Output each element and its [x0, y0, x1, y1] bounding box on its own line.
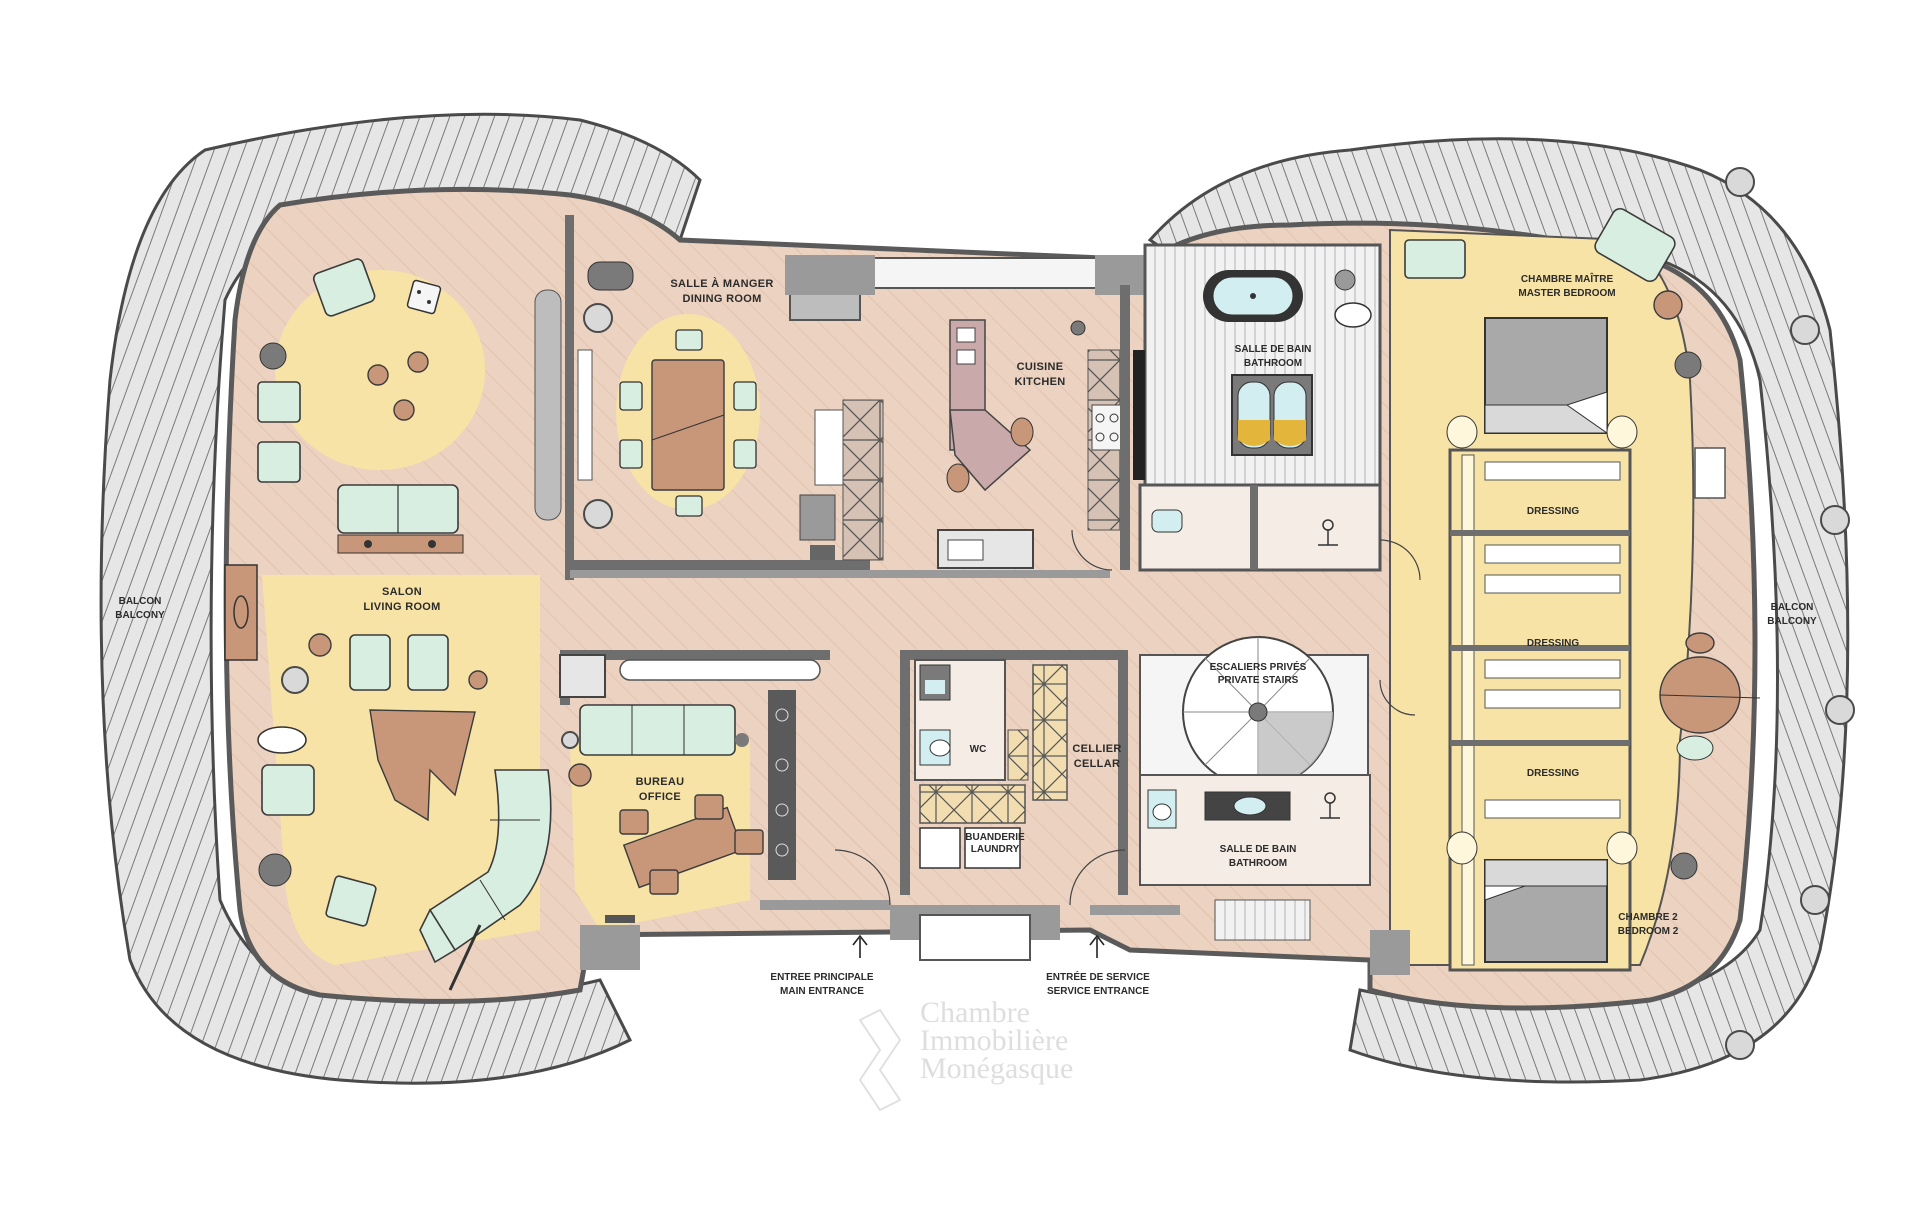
sectional-sofa — [419, 769, 552, 964]
svg-text:OFFICE: OFFICE — [639, 791, 681, 803]
door-swings — [834, 529, 1421, 906]
svg-text:DRESSING: DRESSING — [1527, 638, 1579, 649]
dressing-1-label: DRESSING — [1527, 506, 1579, 517]
sofa-upper — [337, 484, 464, 554]
private-stairs: ESCALIERS PRIVÉS PRIVATE STAIRS — [1139, 636, 1369, 788]
master-bed — [1446, 317, 1638, 449]
stool-group — [367, 351, 429, 421]
svg-text:BUREAU: BUREAU — [636, 776, 685, 788]
stairs-label: ESCALIERS PRIVÉS PRIVATE STAIRS — [1210, 660, 1307, 686]
svg-text:ENTREE PRINCIPALE: ENTREE PRINCIPALE — [770, 972, 873, 983]
svg-text:Monégasque: Monégasque — [920, 1052, 1073, 1085]
bathroom-top: SALLE DE BAIN BATHROOM — [1133, 243, 1382, 487]
dressing-2-label: DRESSING — [1527, 638, 1579, 649]
bathroom-bottom: SALLE DE BAIN BATHROOM — [1139, 774, 1371, 941]
wc-label: WC — [970, 744, 987, 755]
svg-text:BUANDERIE: BUANDERIE — [965, 832, 1025, 843]
watermark: Chambre Immobilière Monégasque — [858, 996, 1073, 1112]
svg-text:LAUNDRY: LAUNDRY — [971, 844, 1020, 855]
entrance-walls — [580, 900, 1410, 975]
svg-text:Immobilière: Immobilière — [920, 1024, 1068, 1057]
fireplace-bench — [224, 564, 258, 661]
svg-text:Chambre: Chambre — [920, 996, 1030, 1029]
svg-text:SERVICE ENTRANCE: SERVICE ENTRANCE — [1047, 986, 1149, 997]
service-core: WC BUANDERIE LAUNDRY CELLIER CELLAR — [900, 650, 1128, 895]
dining-room: SALLE À MANGER DINING ROOM — [577, 261, 773, 529]
dressing-block: DRESSING DRESSING DRESSING — [1448, 448, 1632, 972]
dining-label: SALLE À MANGER DINING ROOM — [670, 277, 773, 305]
svg-text:BATHROOM: BATHROOM — [1229, 858, 1287, 869]
dressing-3-label: DRESSING — [1527, 768, 1579, 779]
svg-text:BALCON: BALCON — [1771, 602, 1814, 613]
svg-text:SALLE DE BAIN: SALLE DE BAIN — [1235, 344, 1312, 355]
office: BUREAU OFFICE — [559, 654, 821, 930]
lounge-chairs — [281, 633, 488, 694]
service-entrance-label: ENTRÉE DE SERVICE SERVICE ENTRANCE — [1046, 970, 1150, 997]
master-label: CHAMBRE MAÎTRE MASTER BEDROOM — [1518, 272, 1615, 299]
coffee-table — [369, 709, 476, 822]
svg-text:ENTRÉE DE SERVICE: ENTRÉE DE SERVICE — [1046, 970, 1150, 983]
office-label: BUREAU OFFICE — [636, 776, 685, 803]
armchair — [312, 258, 376, 317]
balcony-left-label: BALCON BALCONY — [115, 596, 165, 621]
balcony-right-label: BALCON BALCONY — [1767, 602, 1817, 627]
side-chairs — [257, 342, 301, 483]
svg-text:SALLE DE BAIN: SALLE DE BAIN — [1220, 844, 1297, 855]
laundry-label: BUANDERIE LAUNDRY — [965, 832, 1025, 855]
living-label: SALON LIVING ROOM — [363, 586, 440, 613]
bedroom-2: CHAMBRE 2 BEDROOM 2 — [1446, 831, 1698, 963]
svg-text:LIVING ROOM: LIVING ROOM — [363, 601, 440, 613]
kitchen-label: CUISINE KITCHEN — [1015, 361, 1066, 388]
svg-text:BALCONY: BALCONY — [115, 610, 165, 621]
svg-text:BATHROOM: BATHROOM — [1244, 358, 1302, 369]
svg-text:DRESSING: DRESSING — [1527, 506, 1579, 517]
svg-text:DINING ROOM: DINING ROOM — [682, 293, 761, 305]
main-entrance-arrow — [852, 934, 868, 958]
armchair-left — [257, 726, 377, 927]
sculpture-line — [448, 924, 482, 991]
svg-text:CHAMBRE 2: CHAMBRE 2 — [1618, 912, 1678, 923]
dice-table — [406, 279, 442, 315]
bathroom-top-label: SALLE DE BAIN BATHROOM — [1235, 344, 1312, 369]
service-entrance-arrow — [1089, 934, 1105, 958]
svg-text:CELLAR: CELLAR — [1074, 758, 1120, 770]
svg-text:ESCALIERS PRIVÉS: ESCALIERS PRIVÉS — [1210, 660, 1307, 673]
svg-text:MAIN ENTRANCE: MAIN ENTRANCE — [780, 986, 864, 997]
svg-text:SALLE À MANGER: SALLE À MANGER — [670, 277, 773, 290]
svg-text:CHAMBRE MAÎTRE: CHAMBRE MAÎTRE — [1521, 272, 1614, 285]
svg-text:DRESSING: DRESSING — [1527, 768, 1579, 779]
svg-text:WC: WC — [970, 744, 987, 755]
svg-text:BEDROOM 2: BEDROOM 2 — [1618, 926, 1679, 937]
svg-text:BALCONY: BALCONY — [1767, 616, 1817, 627]
balcony-table-right — [1659, 632, 1761, 761]
svg-text:MASTER BEDROOM: MASTER BEDROOM — [1518, 288, 1615, 299]
svg-text:PRIVATE STAIRS: PRIVATE STAIRS — [1218, 675, 1299, 686]
svg-text:CELLIER: CELLIER — [1072, 743, 1121, 755]
svg-text:SALON: SALON — [382, 586, 422, 598]
cellar-label: CELLIER CELLAR — [1072, 743, 1121, 770]
svg-text:CUISINE: CUISINE — [1017, 361, 1064, 373]
bathroom-bottom-label: SALLE DE BAIN BATHROOM — [1220, 844, 1297, 869]
svg-text:KITCHEN: KITCHEN — [1015, 376, 1066, 388]
svg-text:BALCON: BALCON — [119, 596, 162, 607]
bedroom-2-label: CHAMBRE 2 BEDROOM 2 — [1618, 912, 1679, 937]
bathroom-top-lower — [1138, 483, 1382, 572]
main-entrance-label: ENTREE PRINCIPALE MAIN ENTRANCE — [770, 972, 873, 997]
